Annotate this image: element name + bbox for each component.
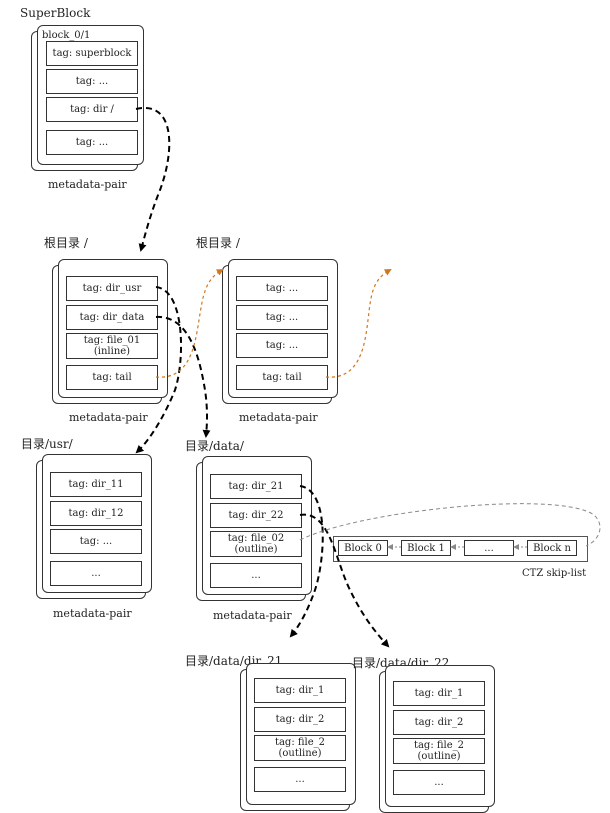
root-b-cell-0: tag: ... bbox=[236, 276, 328, 301]
superblock-title: SuperBlock bbox=[20, 6, 91, 20]
usr-cell-0: tag: dir_11 bbox=[50, 472, 142, 497]
root-a-cell-2: tag: file_01 (inline) bbox=[66, 333, 158, 359]
superblock-cell-3: tag: ... bbox=[46, 130, 138, 155]
usr-cell-1: tag: dir_12 bbox=[50, 501, 142, 526]
dir22-cell-0: tag: dir_1 bbox=[393, 681, 485, 706]
root-b-cell-1: tag: ... bbox=[236, 305, 328, 330]
superblock-cell-1: tag: ... bbox=[46, 69, 138, 94]
ctz-block-n: Block n bbox=[527, 540, 577, 556]
data-caption: metadata-pair bbox=[213, 609, 292, 622]
arrow-file02-to-ctz bbox=[299, 503, 601, 547]
dir22-cell-1: tag: dir_2 bbox=[393, 710, 485, 735]
superblock-caption: metadata-pair bbox=[48, 178, 127, 191]
data-cell-2: tag: file_02 (outline) bbox=[210, 531, 302, 557]
arrow-tail-b-to-next bbox=[325, 269, 392, 378]
arrow-data-to-dir21 bbox=[289, 485, 324, 638]
root-a-caption: metadata-pair bbox=[69, 411, 148, 424]
usr-title: 目录/usr/ bbox=[21, 437, 73, 451]
dir21-cell-3: ... bbox=[254, 767, 346, 792]
arrow-superblock-to-root bbox=[135, 106, 171, 252]
root-a-cell-1: tag: dir_data bbox=[66, 305, 158, 330]
usr-cell-3: ... bbox=[50, 561, 142, 586]
arrow-data-to-dir22 bbox=[299, 513, 390, 648]
arrow-root-to-data bbox=[155, 315, 211, 438]
root-a-cell-3: tag: tail bbox=[66, 365, 158, 390]
arrow-root-to-usr bbox=[135, 286, 182, 454]
root-b-caption: metadata-pair bbox=[239, 411, 318, 424]
dir21-cell-0: tag: dir_1 bbox=[254, 678, 346, 703]
dir22-cell-3: ... bbox=[393, 770, 485, 795]
dir21-cell-1: tag: dir_2 bbox=[254, 707, 346, 732]
arrow-tail-a-to-b bbox=[155, 268, 224, 378]
superblock-cell-0: tag: superblock bbox=[46, 41, 138, 66]
data-title: 目录/data/ bbox=[185, 439, 244, 453]
dir21-cell-2: tag: file_2 (outline) bbox=[254, 735, 346, 761]
root-a-title: 根目录 / bbox=[44, 236, 88, 250]
dir22-cell-2: tag: file_2 (outline) bbox=[393, 738, 485, 764]
superblock-block-label: block_0/1 bbox=[42, 30, 91, 41]
data-cell-0: tag: dir_21 bbox=[210, 474, 302, 499]
data-cell-3: ... bbox=[210, 563, 302, 588]
ctz-block-1: Block 1 bbox=[401, 540, 451, 556]
superblock-cell-2: tag: dir / bbox=[46, 97, 138, 122]
root-b-cell-2: tag: ... bbox=[236, 333, 328, 358]
usr-cell-2: tag: ... bbox=[50, 529, 142, 554]
root-b-cell-3: tag: tail bbox=[236, 365, 328, 390]
root-b-title: 根目录 / bbox=[196, 236, 240, 250]
usr-caption: metadata-pair bbox=[53, 607, 132, 620]
ctz-caption: CTZ skip-list bbox=[522, 568, 587, 579]
root-a-cell-0: tag: dir_usr bbox=[66, 276, 158, 301]
